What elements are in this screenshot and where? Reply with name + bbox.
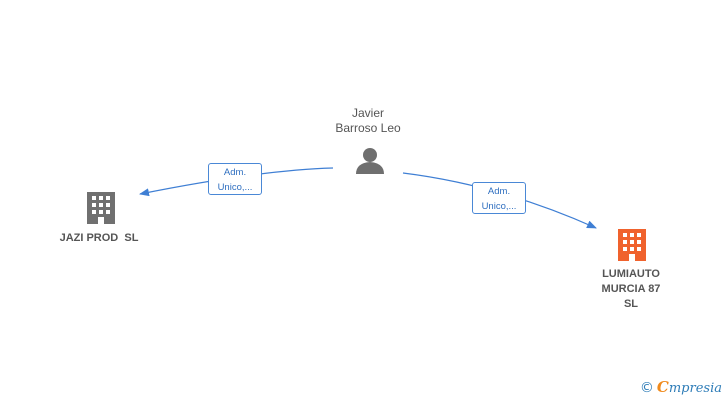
- brand-footer[interactable]: ©Cmpresia: [640, 378, 722, 396]
- company-label-jazi[interactable]: JAZI PROD SL: [48, 231, 150, 246]
- person-icon[interactable]: [356, 148, 384, 174]
- company-label-lumiauto[interactable]: LUMIAUTO MURCIA 87 SL: [586, 267, 676, 312]
- company-name-lumiauto-line3: SL: [623, 298, 639, 310]
- copyright-icon: ©: [639, 380, 654, 396]
- person-name-line1: Javier: [351, 106, 384, 120]
- edge-label-line2: Unico,...: [217, 182, 253, 193]
- company-name-lumiauto-line2: MURCIA 87: [601, 283, 661, 295]
- edge-label-jazi[interactable]: Adm. Unico,...: [208, 163, 262, 195]
- edge-label-lumiauto[interactable]: Adm. Unico,...: [472, 182, 526, 214]
- edge-label-line2: Unico,...: [481, 201, 517, 212]
- brand-logo-initial: C: [656, 378, 669, 396]
- person-name[interactable]: Javier Barroso Leo: [318, 106, 418, 136]
- building-icon[interactable]: [618, 229, 646, 261]
- company-name-lumiauto-line1: LUMIAUTO: [602, 268, 660, 280]
- person-name-line2: Barroso Leo: [335, 121, 401, 135]
- edge-label-line1: Adm.: [487, 186, 511, 197]
- brand-logo-text: mpresia: [668, 381, 722, 396]
- building-icon[interactable]: [87, 192, 115, 224]
- edge-label-line1: Adm.: [223, 167, 247, 178]
- company-name-jazi: JAZI PROD SL: [59, 232, 139, 244]
